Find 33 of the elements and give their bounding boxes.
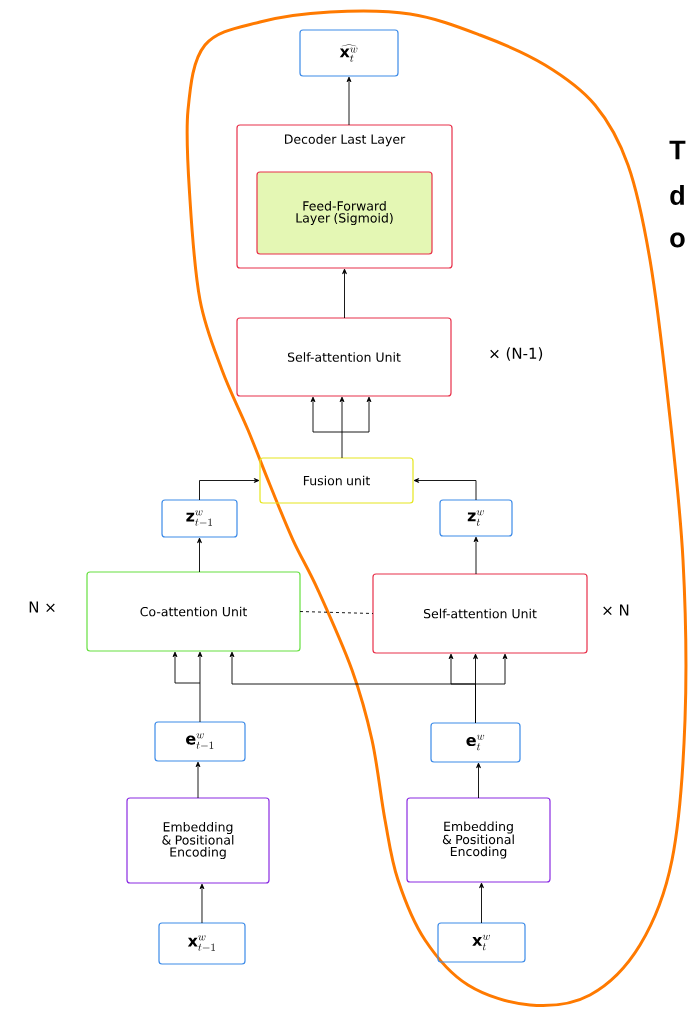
vector-box: $\mathbf{z}_{t-1}^w$: [161, 499, 238, 538]
embedding-box: Embedding & Positional Encoding: [406, 797, 551, 883]
unit-box: Co-attention Unit: [86, 571, 301, 652]
input-box: $\mathbf{x}_t^w$: [437, 922, 526, 963]
cut-off-letter: T: [669, 140, 686, 160]
arrow: [413, 478, 477, 501]
arrow: [199, 883, 205, 924]
arrow: [476, 762, 481, 799]
arrow: [195, 761, 201, 799]
cut-off-letter: d: [670, 185, 684, 205]
arrow: [342, 268, 347, 319]
layer-box: Feed-Forward Layer (Sigmoid): [256, 171, 433, 255]
arrow: [197, 537, 202, 573]
cut-off-letter: o: [670, 232, 685, 248]
vector-box: $\mathbf{e}_{t-1}^w$: [154, 721, 246, 762]
arrow: [473, 536, 479, 575]
arrow: [172, 651, 203, 723]
repeat-count: N ×: [29, 601, 55, 613]
embedding-box: Embedding & Positional Encoding: [126, 797, 270, 884]
arrow: [199, 478, 260, 501]
repeat-count: × N: [603, 604, 629, 616]
input-box: $\mathbf{x}_{t-1}^w$: [158, 922, 246, 965]
vector-box: $\mathbf{z}_t^w$: [439, 499, 513, 537]
arrow: [229, 651, 476, 724]
vector-box: $\mathbf{e}_t^w$: [430, 722, 521, 763]
output-box: $\widehat{\mathbf{x}_t^w}$: [299, 29, 399, 77]
unit-box: Self-attention Unit: [372, 573, 588, 654]
arrow: [310, 396, 372, 459]
unit-box: Self-attention Unit: [236, 317, 452, 397]
arrow: [479, 882, 484, 924]
unit-box: Fusion unit: [259, 457, 414, 504]
repeat-count: × (N-1): [490, 347, 543, 361]
arrow: [346, 76, 352, 126]
